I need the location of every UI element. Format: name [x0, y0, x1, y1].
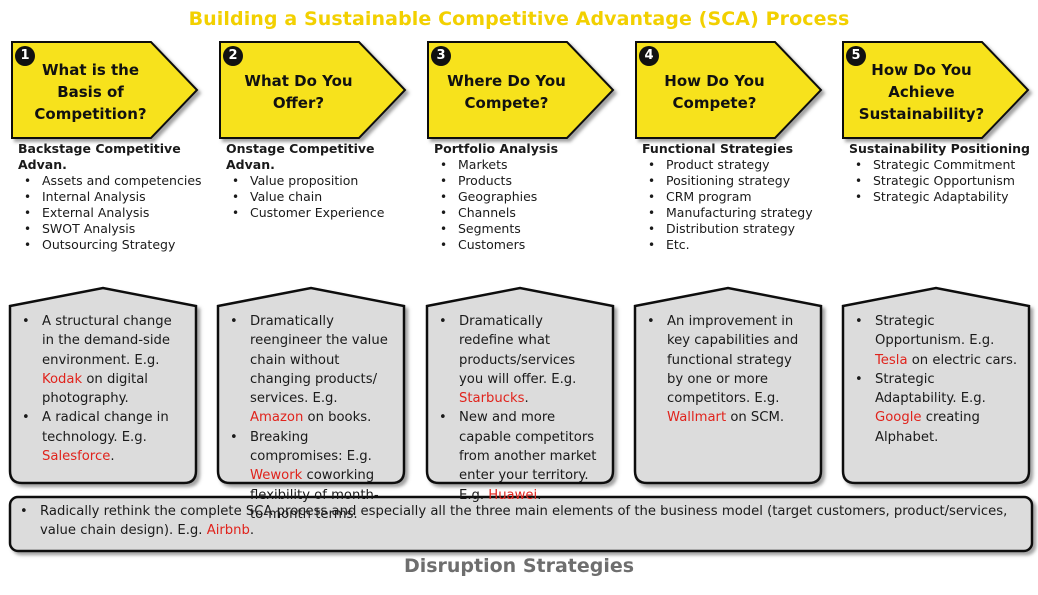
- disruption-bullet: A radical change in technology. E.g. Sal…: [22, 408, 184, 466]
- step-3-arrow: [427, 41, 615, 139]
- list-item: Segments: [440, 221, 634, 237]
- list-item: Geographies: [440, 189, 634, 205]
- step-1-column: Backstage Competitive Advan.Assets and c…: [18, 141, 218, 253]
- disruption-box-1: A structural change in the demand-side e…: [16, 312, 184, 466]
- list-item: Markets: [440, 157, 634, 173]
- example-company: Airbnb: [206, 523, 250, 539]
- disruption-bullet: A structural change in the demand-side e…: [22, 312, 184, 408]
- step-4-heading: Functional Strategies: [642, 141, 794, 156]
- example-company: Kodak: [42, 371, 83, 387]
- example-company: Wallmart: [667, 410, 727, 426]
- example-company: Huawei: [488, 487, 538, 503]
- list-item: Positioning strategy: [648, 173, 842, 189]
- disruption-bullet: Strategic Opportunism. E.g. Tesla on ele…: [855, 312, 1017, 370]
- step-2-badge: 2: [223, 46, 243, 66]
- step-4-column: Functional StrategiesProduct strategyPos…: [642, 141, 842, 253]
- list-item: Distribution strategy: [648, 221, 842, 237]
- step-3-column: Portfolio AnalysisMarketsProductsGeograp…: [434, 141, 634, 253]
- disruption-bullet: An improvement in key capabilities and f…: [647, 312, 809, 428]
- step-5-arrow: [842, 41, 1030, 139]
- example-company: Salesforce: [42, 449, 111, 465]
- list-item: Internal Analysis: [24, 189, 218, 205]
- list-item: Strategic Commitment: [855, 157, 1038, 173]
- step-1-badge: 1: [15, 46, 35, 66]
- bottom-box: Radically rethink the complete SCA proce…: [14, 502, 1024, 541]
- list-item: External Analysis: [24, 205, 218, 221]
- step-3-badge: 3: [431, 46, 451, 66]
- example-company: Amazon: [250, 410, 304, 426]
- example-company: Google: [875, 410, 922, 426]
- step-1-heading: Backstage Competitive Advan.: [18, 141, 181, 172]
- list-item: Value chain: [232, 189, 426, 205]
- step-2-column: Onstage Competitive Advan.Value proposit…: [226, 141, 426, 221]
- footer-title: Disruption Strategies: [403, 555, 635, 577]
- example-company: Tesla: [875, 352, 908, 368]
- step-5-badge: 5: [846, 46, 866, 66]
- list-item: SWOT Analysis: [24, 221, 218, 237]
- disruption-bullet: Dramatically redefine what products/serv…: [439, 312, 601, 408]
- list-item: Outsourcing Strategy: [24, 237, 218, 253]
- list-item: Value proposition: [232, 173, 426, 189]
- step-3-heading: Portfolio Analysis: [434, 141, 559, 156]
- list-item: Products: [440, 173, 634, 189]
- list-item: Strategic Opportunism: [855, 173, 1038, 189]
- step-5-column: Sustainability PositioningStrategic Comm…: [849, 141, 1038, 205]
- list-item: Product strategy: [648, 157, 842, 173]
- list-item: Etc.: [648, 237, 842, 253]
- list-item: Channels: [440, 205, 634, 221]
- disruption-box-4: An improvement in key capabilities and f…: [641, 312, 809, 428]
- disruption-bullet: Strategic Adaptability. E.g. Google crea…: [855, 370, 1017, 447]
- example-company: Wework: [250, 468, 303, 484]
- disruption-bullet: Dramatically reengineer the value chain …: [230, 312, 392, 428]
- disruption-box-5: Strategic Opportunism. E.g. Tesla on ele…: [849, 312, 1017, 447]
- list-item: Customers: [440, 237, 634, 253]
- step-2-arrow: [219, 41, 407, 139]
- list-item: Customer Experience: [232, 205, 426, 221]
- step-1-arrow: [11, 41, 199, 139]
- diagram-title: Building a Sustainable Competitive Advan…: [188, 8, 850, 30]
- list-item: Manufacturing strategy: [648, 205, 842, 221]
- example-company: Starbucks: [459, 391, 525, 407]
- step-2-heading: Onstage Competitive Advan.: [226, 141, 375, 172]
- list-item: Strategic Adaptability: [855, 189, 1038, 205]
- disruption-box-3: Dramatically redefine what products/serv…: [433, 312, 601, 505]
- list-item: Assets and competencies: [24, 173, 218, 189]
- list-item: CRM program: [648, 189, 842, 205]
- step-4-arrow: [635, 41, 823, 139]
- bottom-box-bullet: Radically rethink the complete SCA proce…: [20, 502, 1024, 541]
- step-4-badge: 4: [639, 46, 659, 66]
- step-5-heading: Sustainability Positioning: [849, 141, 1030, 156]
- disruption-box-2: Dramatically reengineer the value chain …: [224, 312, 392, 524]
- disruption-bullet: New and more capable competitors from an…: [439, 408, 601, 504]
